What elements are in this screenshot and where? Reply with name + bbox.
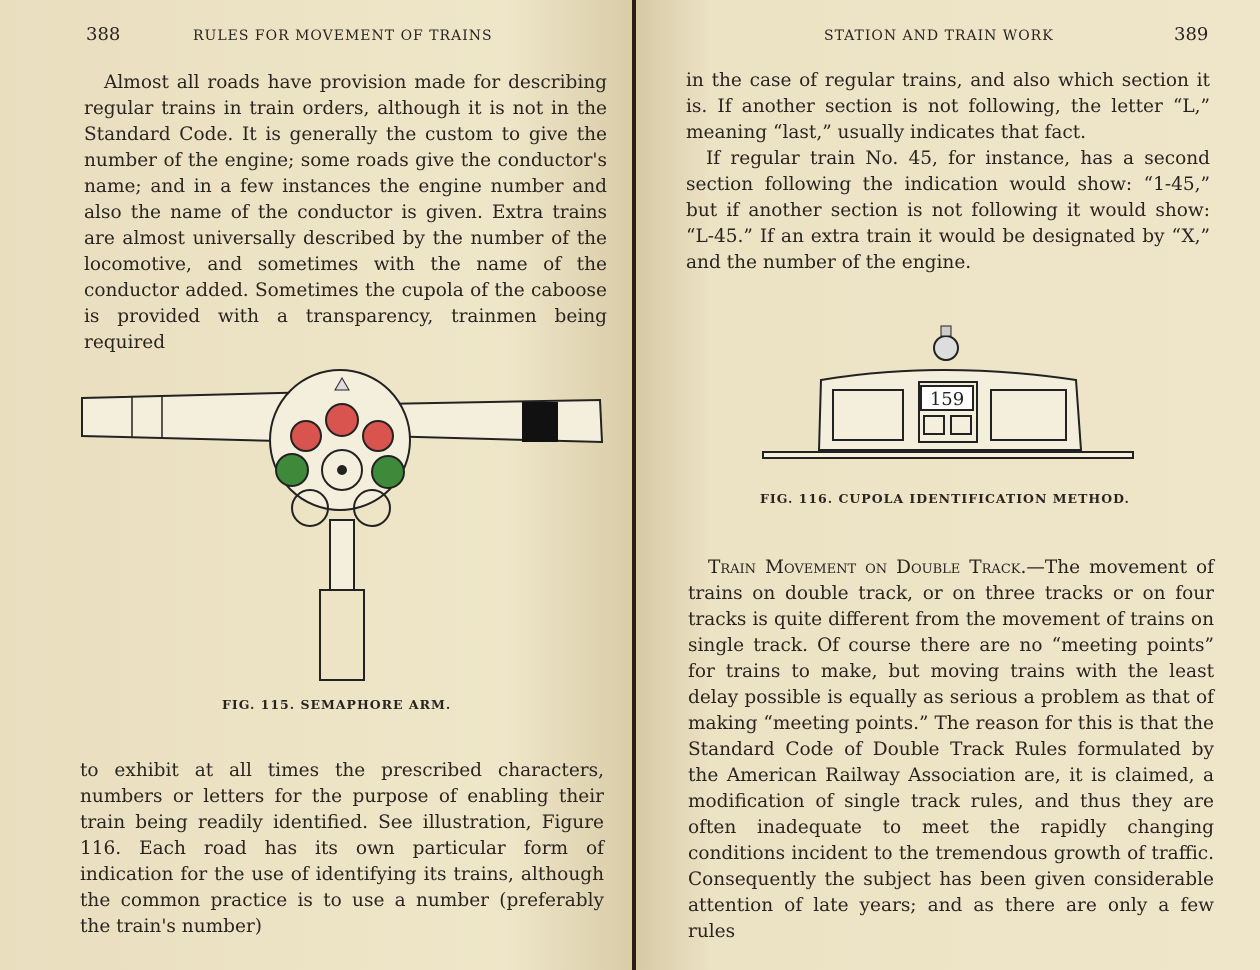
left-page: 388 RULES FOR MOVEMENT OF TRAINS Almost … [0,0,632,970]
semaphore-arm-figure [81,369,604,681]
right-page: STATION AND TRAIN WORK 389 in the case o… [636,0,1260,970]
body-paragraph: in the case of regular trains, and also … [686,68,1210,276]
page-number: 388 [86,24,121,45]
running-head: RULES FOR MOVEMENT OF TRAINS [193,28,493,44]
body-paragraph: Almost all roads have provision made for… [84,70,607,356]
cupola-figure: 159 [762,325,1134,459]
running-head: STATION AND TRAIN WORK [824,28,1054,44]
paragraph-text: If regular train No. 45, for instance, h… [686,148,1210,273]
body-paragraph: to exhibit at all times the prescribed c… [80,758,604,940]
red-lens [325,403,359,437]
number-plate: 159 [930,389,964,410]
paragraph-text: Almost all roads have provision made for… [84,72,607,353]
paragraph-text: in the case of regular trains, and also … [686,70,1210,143]
figure-caption: FIG. 116. CUPOLA IDENTIFICATION METHOD. [760,491,1130,506]
figure-caption: FIG. 115. SEMAPHORE ARM. [222,697,452,712]
paragraph-text: —The movement of trains on double track,… [688,557,1214,942]
section-heading: Train Movement on Double Track. [708,557,1027,578]
page-number: 389 [1174,24,1209,45]
paragraph-text: to exhibit at all times the prescribed c… [80,760,604,937]
green-lens [275,453,309,487]
body-paragraph: Train Movement on Double Track.—The move… [688,555,1214,945]
